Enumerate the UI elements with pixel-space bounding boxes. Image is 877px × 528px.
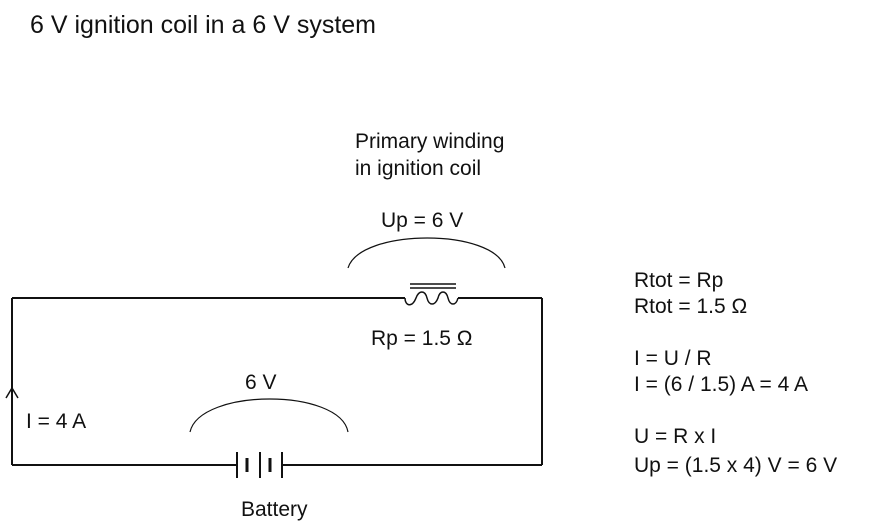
diagram-title: 6 V ignition coil in a 6 V system [30, 11, 376, 39]
coil-winding-icon [404, 291, 459, 306]
coil-voltage-arc [347, 237, 506, 269]
equation-line: I = U / R [634, 347, 712, 370]
battery-voltage-arc [189, 398, 349, 433]
coil-caption-line2: in ignition coil [355, 157, 481, 180]
equation-line: U = R x I [634, 425, 716, 448]
battery-symbol [236, 452, 283, 478]
current-label: I = 4 A [26, 410, 86, 433]
equation-line: I = (6 / 1.5) A = 4 A [634, 373, 808, 396]
battery-voltage-label: 6 V [245, 371, 277, 394]
battery-label: Battery [241, 498, 308, 521]
coil-voltage-label: Up = 6 V [381, 209, 463, 232]
equation-line: Rtot = Rp [634, 269, 723, 292]
current-arrow-icon [5, 386, 19, 399]
coil-caption-line1: Primary winding [355, 130, 504, 153]
coil-resistance-label: Rp = 1.5 Ω [371, 327, 473, 350]
equation-line: Rtot = 1.5 Ω [634, 295, 747, 318]
coil-symbol [404, 283, 459, 306]
circuit-wires [11, 297, 543, 466]
equations-block: Rtot = Rp Rtot = 1.5 Ω I = U / R I = (6 … [634, 269, 837, 477]
equation-line: Up = (1.5 x 4) V = 6 V [634, 454, 837, 477]
